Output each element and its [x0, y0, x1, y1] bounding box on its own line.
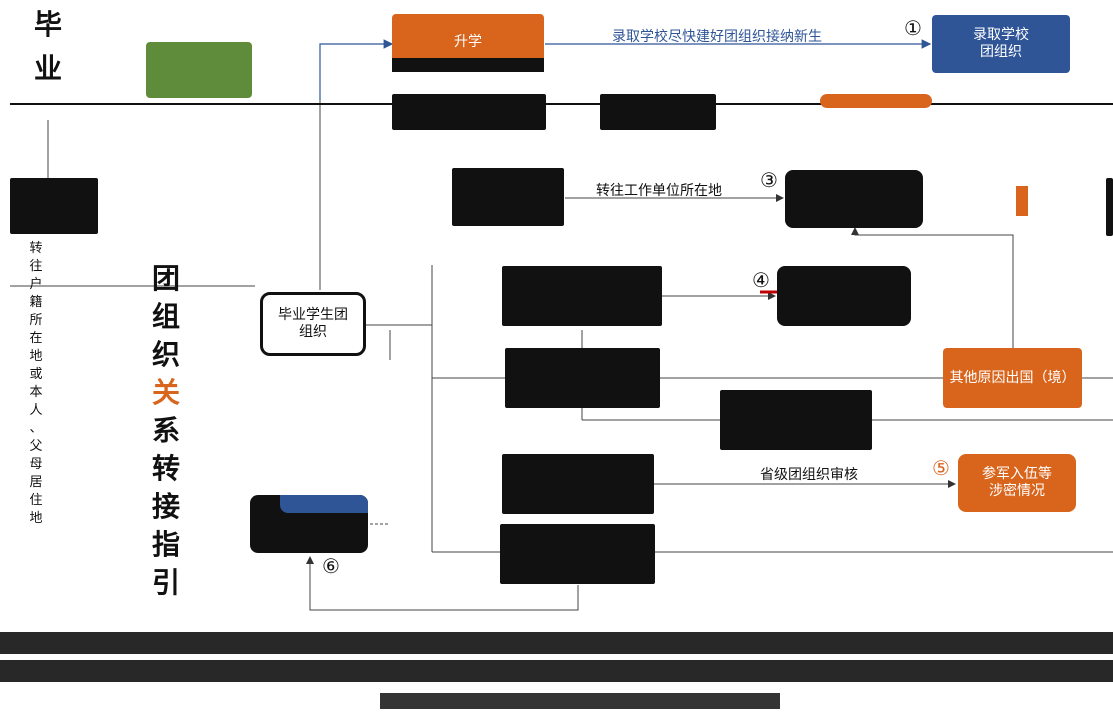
title-ye: 业 — [33, 52, 62, 85]
edge-label-work-place: 转往工作单位所在地 — [596, 183, 722, 199]
node-left-dark — [10, 178, 98, 234]
node-army-label: 参军入伍等 涉密情况 — [982, 466, 1052, 499]
vtitle-char: 接 — [151, 490, 180, 523]
vtitle-char: 关 — [151, 376, 180, 409]
edge-loop-6 — [306, 556, 579, 611]
vtext-char: 地 — [29, 511, 43, 526]
vtext-char: 母 — [29, 457, 43, 472]
vtext-char: 住 — [29, 493, 43, 508]
node-right-orange-strip — [1016, 186, 1028, 216]
node-army: 参军入伍等 涉密情况 — [958, 454, 1076, 512]
node-row4-right — [777, 266, 911, 326]
vtext-char: 户 — [29, 277, 43, 292]
vertical-title: 团 组 织 关 系 转 接 指 引 — [146, 262, 186, 600]
node-biye-org-label: 毕业学生团 组织 — [278, 307, 348, 340]
node-row4-left — [502, 266, 662, 326]
vtext-char: 转 — [29, 241, 43, 256]
node-row7 — [502, 454, 654, 514]
vtitle-char: 组 — [151, 300, 180, 333]
edge-root-shengxue — [319, 39, 394, 100]
edge-abroad-up — [851, 227, 1014, 348]
vtext-char: 籍 — [29, 295, 43, 310]
vtitle-char: 指 — [151, 528, 180, 561]
circle-num-4: ④ — [752, 268, 770, 292]
node-luqu-school-label: 录取学校 团组织 — [973, 27, 1029, 60]
vtitle-char: 引 — [151, 566, 180, 599]
vtext-char: 地 — [29, 349, 43, 364]
footnote-line-2 — [0, 660, 1113, 682]
vtext-char: 本 — [29, 385, 43, 400]
circle-num-1: ① — [904, 16, 922, 40]
vtext-char: 、 — [29, 421, 43, 436]
node-row3-right — [785, 170, 923, 228]
edge-label-prov-review: 省级团组织审核 — [760, 467, 858, 483]
vtext-char: 所 — [29, 313, 43, 328]
node-row2-b — [600, 94, 716, 130]
circle-num-6: ⑥ — [322, 554, 340, 578]
node-row8 — [500, 524, 655, 584]
node-six-top — [280, 495, 368, 513]
circle-num-5: ⑤ — [932, 456, 950, 480]
node-row5 — [505, 348, 660, 408]
vtitle-char: 系 — [151, 414, 180, 447]
node-green-top — [146, 42, 252, 98]
node-row3-left — [452, 168, 564, 226]
vtext-char: 人 — [29, 403, 43, 418]
node-luqu-school: 录取学校 团组织 — [932, 15, 1070, 73]
vtext-char: 往 — [29, 259, 43, 274]
node-shengxue-band — [392, 58, 544, 72]
circle-num-3: ③ — [760, 168, 778, 192]
vtext-char: 父 — [29, 439, 43, 454]
node-row6 — [720, 390, 872, 450]
left-vertical-text: 转 往 户 籍 所 在 地 或 本 人 、 父 母 居 住 地 — [28, 240, 44, 528]
vtext-char: 居 — [29, 475, 43, 490]
node-right-bar — [1106, 178, 1113, 236]
vtext-char: 或 — [29, 367, 43, 382]
vtext-char: 在 — [29, 331, 43, 346]
node-other-abroad: 其他原因出国（境） — [943, 348, 1082, 408]
node-row2-a — [392, 94, 546, 130]
vtitle-char: 织 — [151, 338, 180, 371]
edge-label-luqu: 录取学校尽快建好团组织接纳新生 — [612, 29, 822, 45]
title-bi: 毕 — [33, 8, 62, 41]
node-other-abroad-label: 其他原因出国（境） — [949, 369, 1076, 386]
footnote-line-3 — [380, 693, 780, 709]
node-shengxue-label: 升学 — [454, 34, 482, 50]
vtitle-char: 转 — [151, 452, 180, 485]
node-biye-org: 毕业学生团 组织 — [260, 292, 366, 356]
node-row2-orange — [820, 94, 932, 108]
vtitle-char: 团 — [151, 262, 180, 295]
footnote-line-1 — [0, 632, 1113, 654]
